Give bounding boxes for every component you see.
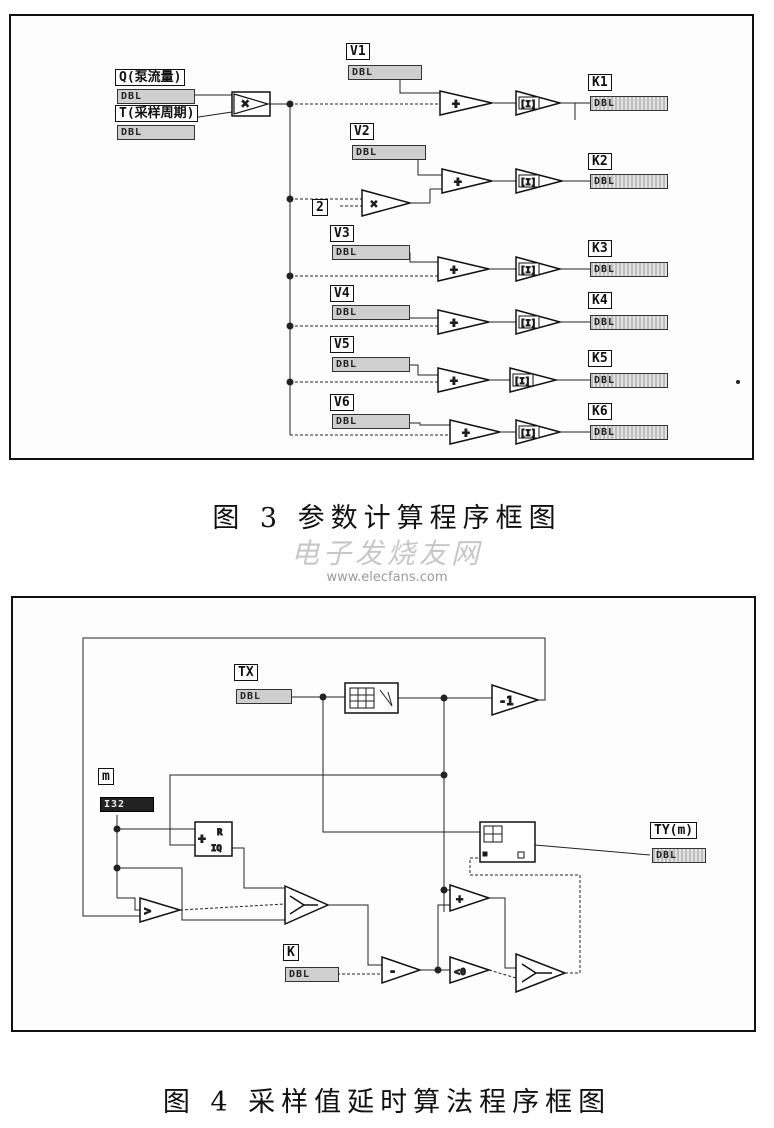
- svg-text:[I]: [I]: [520, 100, 536, 110]
- k6-label: K6: [588, 403, 612, 420]
- v6-terminal: DBL: [332, 414, 410, 429]
- svg-text:>: >: [144, 904, 151, 918]
- k2-indicator: DBL: [590, 174, 668, 189]
- svg-text:[I]: [I]: [520, 178, 536, 188]
- k5-indicator: DBL: [590, 373, 668, 388]
- figure3-wires: × × ÷ ÷ ÷ ÷ ÷ ÷ [I] [I] [I] [I] [I] [I]: [0, 0, 774, 470]
- svg-text:+: +: [456, 892, 463, 906]
- k1-label: K1: [588, 74, 612, 91]
- svg-text:÷: ÷: [450, 263, 458, 278]
- svg-text:÷: ÷: [450, 374, 458, 389]
- multiply-node-2: [362, 190, 410, 216]
- q-label: Q(泵流量): [115, 69, 186, 86]
- svg-text:-1: -1: [499, 694, 513, 708]
- const-2: 2: [312, 199, 328, 216]
- watermark-url: www.elecfans.com: [326, 570, 448, 585]
- svg-text:IQ: IQ: [211, 844, 222, 854]
- multiply-node-qt: [232, 92, 270, 116]
- divide-node-5: ÷: [438, 368, 489, 392]
- v2-terminal: DBL: [352, 145, 426, 160]
- svg-text:[I]: [I]: [520, 429, 536, 439]
- k6-indicator: DBL: [590, 425, 668, 440]
- k4-label: K4: [588, 292, 612, 309]
- minus-one-node: -1: [492, 685, 538, 715]
- add-node: +: [450, 885, 489, 911]
- t-label: T(采样周期): [115, 105, 199, 122]
- svg-text:<0: <0: [454, 967, 466, 978]
- v1-terminal: DBL: [348, 65, 422, 80]
- v4-label: V4: [330, 285, 354, 302]
- k-label: K: [283, 944, 299, 961]
- q-terminal: DBL: [117, 89, 195, 104]
- ty-indicator: DBL: [652, 848, 706, 863]
- v6-label: V6: [330, 394, 354, 411]
- divide-node-3: ÷: [438, 257, 489, 281]
- svg-text:-: -: [389, 964, 396, 978]
- tx-terminal: DBL: [236, 689, 292, 704]
- k3-indicator: DBL: [590, 262, 668, 277]
- stray-dot: [736, 380, 740, 384]
- figure3-caption: 图 3 参数计算程序框图: [212, 503, 562, 534]
- round-node-2: [I]: [516, 169, 562, 193]
- m-terminal: I32: [100, 797, 154, 812]
- svg-text:×: ×: [241, 96, 249, 112]
- tx-label: TX: [234, 664, 258, 681]
- round-node-5: [I]: [510, 368, 556, 392]
- round-node-3: [I]: [516, 257, 560, 281]
- ty-label: TY(m): [650, 822, 698, 839]
- svg-text:÷: ÷: [198, 832, 206, 847]
- svg-text:×: ×: [370, 197, 378, 212]
- v4-terminal: DBL: [332, 305, 410, 320]
- svg-text:[I]: [I]: [514, 377, 530, 387]
- select-node-1: [285, 886, 328, 924]
- v3-terminal: DBL: [332, 245, 410, 260]
- k4-indicator: DBL: [590, 315, 668, 330]
- svg-text:÷: ÷: [450, 316, 458, 331]
- k3-label: K3: [588, 240, 612, 257]
- divide-node-6: ÷: [450, 420, 500, 444]
- divide-node-4: ÷: [438, 310, 489, 334]
- svg-text:÷: ÷: [452, 97, 460, 112]
- round-node-4: [I]: [516, 310, 560, 334]
- v1-label: V1: [346, 43, 370, 60]
- divide-node-2: ÷: [442, 169, 492, 193]
- divide-node-1: ÷: [440, 91, 492, 115]
- k2-label: K2: [588, 153, 612, 170]
- k5-label: K5: [588, 350, 612, 367]
- svg-text:÷: ÷: [462, 426, 470, 441]
- less-than-zero-node: <0: [450, 957, 489, 983]
- t-terminal: DBL: [117, 125, 195, 140]
- svg-text:[I]: [I]: [520, 266, 536, 276]
- k-terminal: DBL: [285, 967, 339, 982]
- figure4-caption: 图 4 采样值延时算法程序框图: [162, 1087, 612, 1118]
- array-shift-node: [345, 683, 398, 713]
- round-node-6: [I]: [516, 420, 560, 444]
- v2-label: V2: [350, 123, 374, 140]
- v5-label: V5: [330, 336, 354, 353]
- v5-terminal: DBL: [332, 357, 410, 372]
- k1-indicator: DBL: [590, 96, 668, 111]
- select-node-2: [516, 954, 565, 992]
- watermark-cn: 电子发烧友网: [290, 537, 483, 570]
- m-label: m: [98, 768, 114, 785]
- quotient-remainder-node: ÷ R IQ: [195, 822, 232, 856]
- round-node-1: [I]: [516, 91, 560, 115]
- svg-text:÷: ÷: [454, 175, 462, 190]
- index-array-node: [480, 822, 535, 862]
- svg-text:[I]: [I]: [520, 319, 536, 329]
- v3-label: V3: [330, 225, 354, 242]
- greater-node: >: [140, 898, 180, 922]
- subtract-node: -: [382, 957, 420, 983]
- svg-text:R: R: [217, 828, 223, 838]
